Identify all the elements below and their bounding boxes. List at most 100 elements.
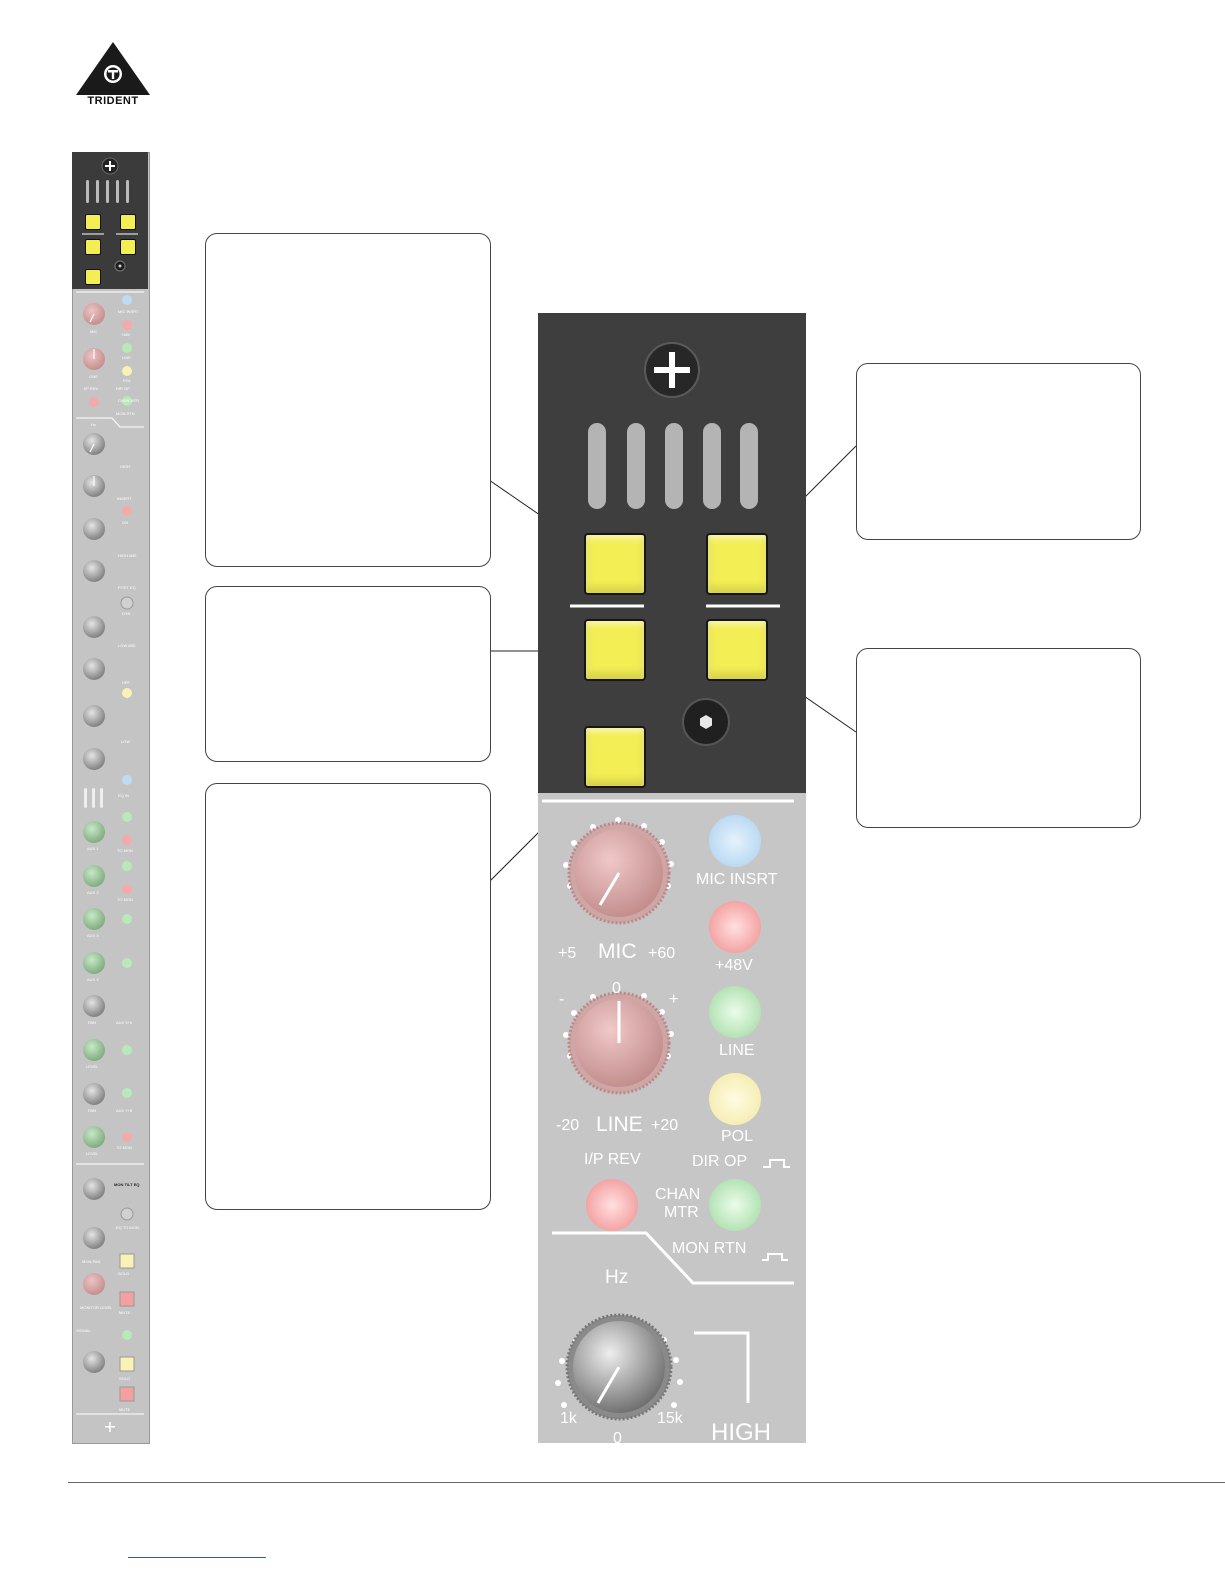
line-max-label: +20: [651, 1117, 679, 1134]
brand-name: TRIDENT: [87, 95, 139, 107]
strip-label-hz: Hz: [91, 422, 96, 427]
strip-label-phantom: +48V: [121, 332, 131, 337]
strip-label-level-2: LEVEL: [86, 1151, 99, 1156]
mic-min-label: +5: [558, 945, 577, 962]
strip-label-mon-rtn: MON RTN: [116, 411, 135, 416]
strip-label-to-mon-2: TO MON: [117, 897, 133, 902]
ip-rev-label: I/P REV: [584, 1151, 641, 1168]
zoom-top-graphics: [570, 342, 780, 746]
footer-rule: [68, 1482, 1225, 1483]
strip-label-mute: MUTE: [119, 1310, 131, 1315]
mon-rtn-label: MON RTN: [672, 1240, 747, 1257]
chan-mtr-button[interactable]: [709, 1179, 761, 1231]
strip-label-pan-1: PAN: [88, 1020, 96, 1025]
strip-label-mute-2: MUTE: [119, 1407, 131, 1412]
strip-label-aux2: AUX 2: [87, 890, 99, 895]
zoomed-module: MIC INSRT MIC +5 +60 +48V 0 - + LINE LIN…: [538, 313, 806, 1443]
strip-label-high-mid: HIGH MID: [118, 553, 137, 558]
mic-label: MIC: [598, 940, 637, 963]
phantom-label: +48V: [715, 957, 753, 974]
callout-box-5: [856, 648, 1141, 828]
trident-logo-icon: [76, 42, 150, 95]
callout-box-1: [205, 233, 491, 567]
top-button-1[interactable]: [584, 533, 646, 595]
mic-max-label: +60: [648, 945, 676, 962]
chan-label: CHAN: [655, 1186, 701, 1203]
strip-label-eq-in: EQ IN: [118, 793, 129, 798]
strip-label-on: ON: [122, 520, 128, 525]
strip-mini-button-3[interactable]: [85, 239, 101, 255]
strip-label-low: LOW: [121, 739, 131, 744]
high-zero-label: 0: [613, 1430, 622, 1443]
dir-op-label: DIR OP: [692, 1153, 748, 1170]
mtr-label: MTR: [664, 1204, 699, 1221]
strip-label-to-mon-1: TO MON: [117, 848, 133, 853]
strip-mini-button-2[interactable]: [120, 214, 136, 230]
strip-mini-button-4[interactable]: [120, 239, 136, 255]
strip-label-insert: INSERT: [117, 496, 132, 501]
line-plus-label: +: [669, 991, 679, 1008]
ip-rev-button[interactable]: [586, 1179, 638, 1231]
pol-button[interactable]: [709, 1073, 761, 1125]
strip-label-mon-tilt-eq: MON TILT EQ: [114, 1182, 140, 1187]
line-min-label: -20: [556, 1117, 580, 1134]
line-zero-label: 0: [612, 980, 621, 997]
strip-label-aux4: AUX 4: [87, 977, 99, 982]
pol-label: POL: [721, 1128, 754, 1145]
strip-label-hpf: HPF: [122, 680, 130, 685]
strip-label-chan-mtr: CHAN MTR: [118, 398, 140, 403]
top-button-4[interactable]: [706, 619, 768, 681]
strip-mini-button-5[interactable]: [85, 269, 101, 285]
strip-label-line: LINE: [89, 374, 98, 379]
strip-label-ip-rev: I/P REV: [84, 386, 99, 391]
strip-label-monitor-level: MONITOR LEVEL: [80, 1305, 113, 1310]
strip-label-aux3: AUX 3: [87, 933, 99, 938]
channel-strip-top-panel: [72, 152, 148, 289]
strip-label-mic: MIC: [90, 329, 98, 334]
mic-insrt-button[interactable]: [709, 815, 761, 867]
footer-link-underline[interactable]: [128, 1557, 266, 1558]
top-button-2[interactable]: [706, 533, 768, 595]
strip-label-eq-to-mon: EQ TO MON: [116, 1225, 139, 1230]
strip-mini-button-1[interactable]: [85, 214, 101, 230]
strip-label-high: HIGH: [120, 464, 130, 469]
phantom-48v-button[interactable]: [709, 901, 761, 953]
hf-frequency-knob[interactable]: [567, 1315, 671, 1419]
strip-label-solo-2: SOLO: [119, 1376, 131, 1381]
strip-label-pol: POL: [123, 378, 132, 383]
strip-label-pan-2: PAN: [88, 1108, 96, 1113]
strip-label-aux56: AUX 5+6: [116, 1020, 133, 1025]
strip-body-graphics: [76, 291, 144, 1432]
line-button[interactable]: [709, 986, 761, 1038]
strip-label-post-eq: POST EQ: [118, 585, 136, 590]
callout-box-4: [856, 363, 1141, 540]
line-minus-label: -: [559, 991, 565, 1008]
strip-label-dir-op: DIR OP: [116, 386, 130, 391]
strip-label-level-1: LEVEL: [86, 1064, 99, 1069]
strip-label-solo: SOLO: [118, 1271, 130, 1276]
top-button-5[interactable]: [584, 726, 646, 788]
callout-box-3: [205, 783, 491, 1210]
strip-label-mon-pan: MON PAN: [82, 1259, 101, 1264]
top-button-3[interactable]: [584, 619, 646, 681]
strip-label-aux78: AUX 7+8: [116, 1108, 133, 1113]
mic-gain-knob[interactable]: [569, 823, 669, 923]
strip-label-line-button: LINE: [122, 355, 131, 360]
strip-label-aux1: AUX 1: [87, 846, 99, 851]
zoom-channel-graphics: [542, 799, 794, 1421]
strip-label-signal: SIGNAL: [76, 1328, 91, 1333]
hz-label: Hz: [605, 1267, 629, 1288]
hf-max-label: 15k: [657, 1410, 683, 1427]
strip-label-dyn: DYN: [122, 611, 131, 616]
line-button-label: LINE: [719, 1042, 755, 1059]
strip-label-low-mid: LOW MID: [118, 643, 136, 648]
line-gain-knob[interactable]: [569, 993, 669, 1093]
hf-min-label: 1k: [560, 1410, 577, 1427]
high-label: HIGH: [711, 1419, 771, 1443]
mic-insrt-label: MIC INSRT: [696, 871, 778, 888]
strip-label-to-mon-3: TO MON: [116, 1145, 132, 1150]
strip-label-mic-insrt: MIC INSRT: [118, 309, 139, 314]
strip-top-graphics: [82, 157, 138, 272]
line-label: LINE: [596, 1113, 643, 1136]
callout-box-2: [205, 586, 491, 762]
